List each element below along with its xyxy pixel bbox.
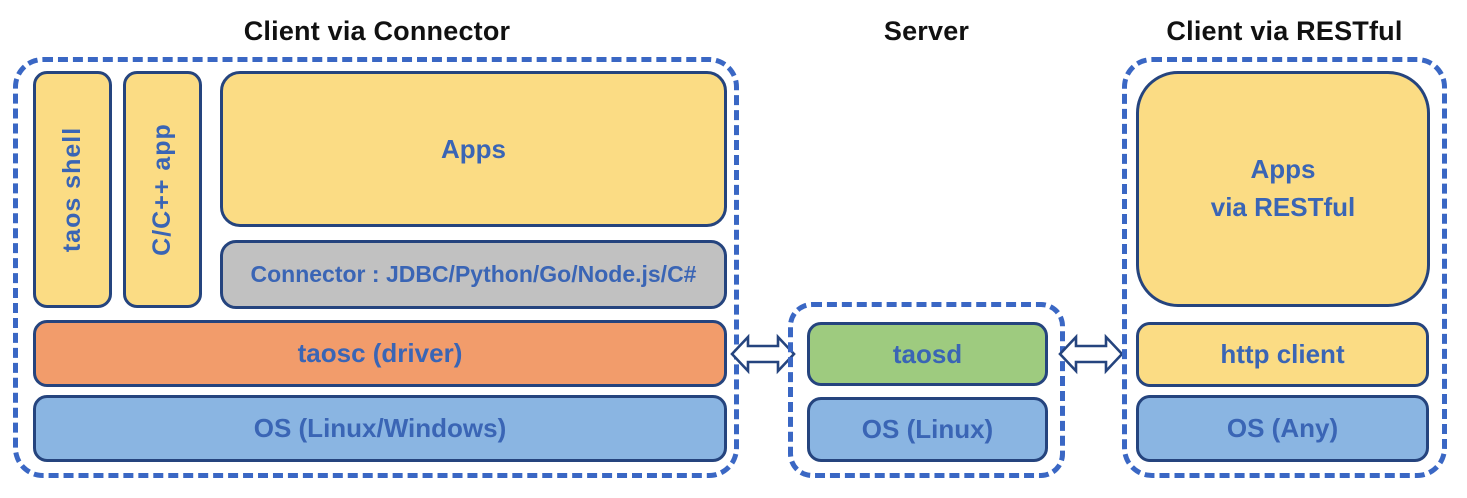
double-arrow-icon — [1058, 333, 1124, 375]
os-linux-windows-label: OS (Linux/Windows) — [253, 413, 507, 443]
client-via-restful-group — [1122, 57, 1447, 478]
taos-shell-box: taos shell — [33, 71, 112, 308]
section-title-server: Server — [883, 16, 970, 46]
section-title-client-via-restful: Client via RESTful — [1166, 16, 1403, 46]
apps-via-restful-label: Apps via RESTful — [1211, 151, 1355, 226]
apps-box: Apps — [220, 71, 727, 227]
connector-label: Connector : JDBC/Python/Go/Node.js/C# — [250, 261, 697, 287]
c-cpp-app-label: C/C++ app — [148, 123, 176, 256]
client-via-connector-group — [13, 57, 739, 478]
http-client-box: http client — [1136, 322, 1429, 387]
server-group — [788, 302, 1065, 478]
apps-via-restful-box: Apps via RESTful — [1136, 71, 1430, 307]
http-client-label: http client — [1220, 339, 1345, 369]
c-cpp-app-box: C/C++ app — [123, 71, 202, 308]
os-linux-label: OS (Linux) — [861, 414, 994, 444]
apps-via-restful-line2: via RESTful — [1210, 192, 1356, 222]
taosd-label: taosd — [892, 338, 963, 369]
taosd-box: taosd — [807, 322, 1048, 386]
os-linux-box: OS (Linux) — [807, 397, 1048, 462]
taos-shell-label: taos shell — [58, 126, 87, 253]
taosc-driver-label: taosc (driver) — [297, 338, 463, 368]
os-any-label: OS (Any) — [1226, 413, 1339, 443]
os-linux-windows-box: OS (Linux/Windows) — [33, 395, 727, 462]
double-arrow-icon — [730, 333, 796, 375]
apps-label: Apps — [441, 133, 506, 164]
section-title-client-via-connector: Client via Connector — [243, 16, 511, 46]
taosc-driver-box: taosc (driver) — [33, 320, 727, 387]
apps-via-restful-line1: Apps — [1250, 154, 1316, 185]
os-any-box: OS (Any) — [1136, 395, 1429, 462]
connector-box: Connector : JDBC/Python/Go/Node.js/C# — [220, 240, 727, 309]
